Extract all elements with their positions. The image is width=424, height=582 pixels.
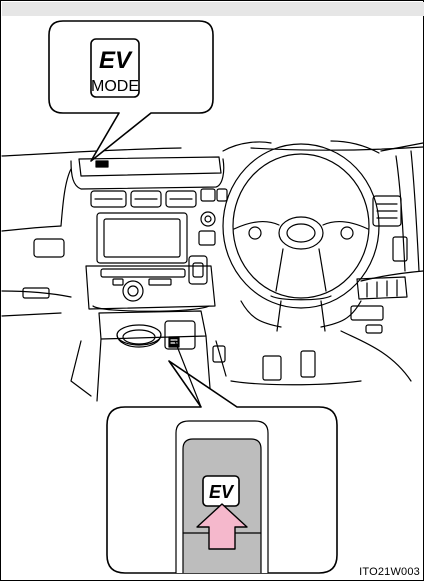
indicator-mode-text: MODE (91, 78, 139, 95)
figure-code: ITO21W003 (359, 566, 420, 578)
indicator-ev-text: EV (99, 47, 133, 74)
center-stack (71, 157, 227, 311)
switch-ev-text: EV (209, 482, 235, 502)
switch-callout (107, 361, 337, 573)
steering-wheel (223, 141, 379, 331)
center-console (71, 311, 411, 401)
